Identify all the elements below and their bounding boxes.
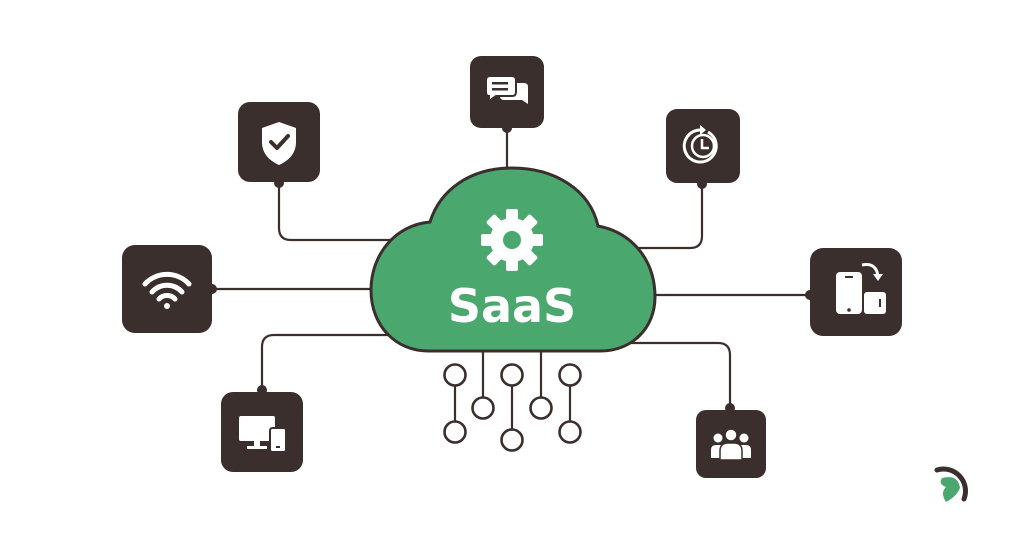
circuit-connectors-icon: [443, 350, 582, 452]
connector-security: [277, 183, 392, 242]
wifi-icon: [142, 271, 192, 309]
brand-logo-icon: [934, 466, 968, 502]
node-connectivity[interactable]: [122, 245, 212, 333]
desktop-mobile-icon: [239, 416, 287, 453]
node-security[interactable]: [238, 102, 320, 182]
gear-icon: [481, 209, 543, 271]
shield-check-icon: [262, 122, 296, 165]
connector-lines: [212, 128, 810, 408]
node-communication[interactable]: [470, 56, 544, 128]
node-mobile-sync[interactable]: [810, 248, 902, 336]
connector-uptime: [636, 184, 704, 250]
node-users[interactable]: [696, 410, 766, 478]
node-uptime[interactable]: [666, 109, 740, 183]
device-rotate-icon: [836, 263, 886, 314]
connector-users: [628, 341, 732, 408]
connector-multi-device: [260, 333, 390, 390]
cloud-label: SaaS: [448, 279, 576, 333]
chat-bubbles-icon: [485, 75, 528, 104]
node-multi-device[interactable]: [221, 392, 303, 472]
user-group-icon: [711, 428, 751, 461]
clock-refresh-icon: [682, 125, 718, 164]
saas-cloud: SaaS: [369, 166, 657, 353]
